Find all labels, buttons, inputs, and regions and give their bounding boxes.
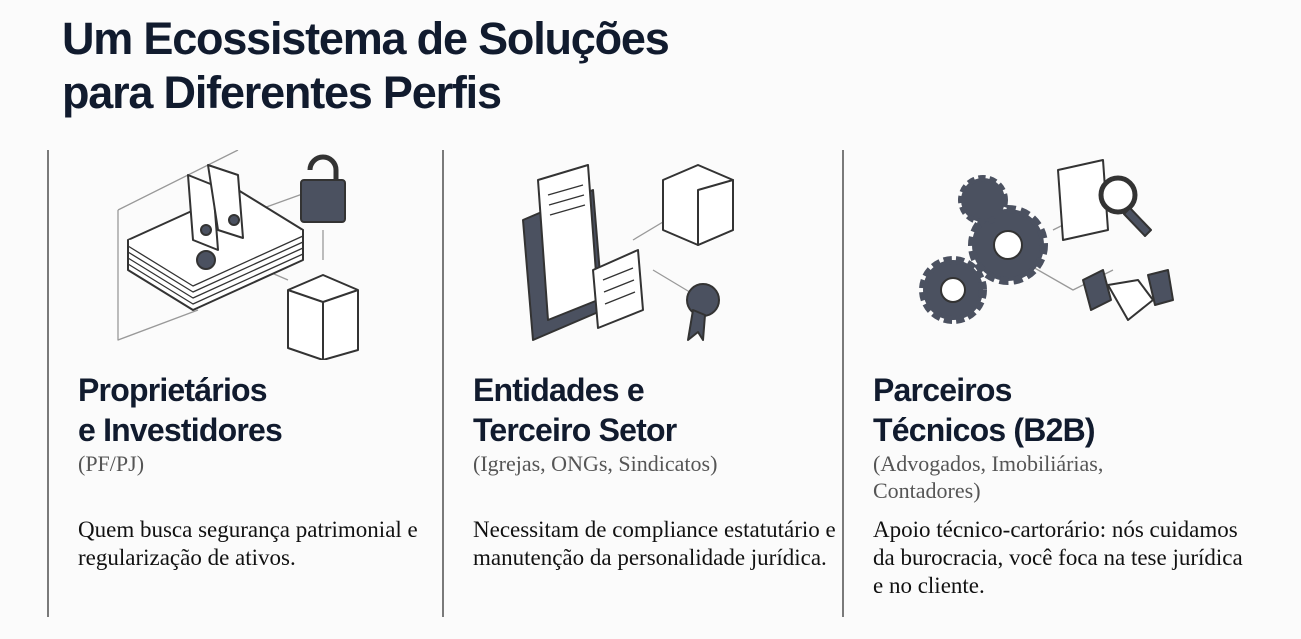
column-heading: Entidades e Terceiro Setor: [473, 370, 677, 450]
column-description: Apoio técnico-cartorário: nós cuidamos d…: [873, 517, 1243, 598]
column-subtitle: (Advogados, Imobiliárias, Contadores): [873, 451, 1104, 503]
title-line-2: para Diferentes Perfis: [62, 67, 502, 118]
heading-line: Técnicos (B2B): [873, 412, 1096, 448]
column-heading: Proprietários e Investidores: [78, 370, 283, 450]
documents-lock-building-icon: [117, 150, 359, 360]
heading-line: Parceiros: [873, 372, 1012, 408]
heading-line: Terceiro Setor: [473, 412, 677, 448]
folder-checklist-building-icon: [522, 164, 734, 341]
heading-line: Entidades e: [473, 372, 645, 408]
column-subtitle: (Igrejas, ONGs, Sindicatos): [473, 451, 718, 476]
column-description: Necessitam de compliance estatutário e m…: [473, 517, 836, 570]
column-description: Quem busca segurança patrimonial e regul…: [78, 517, 418, 570]
profile-column-entities: Entidades e Terceiro Setor (Igrejas, ONGs…: [443, 150, 836, 617]
divider: [47, 150, 49, 617]
heading-line: Proprietários: [78, 372, 268, 408]
heading-line: e Investidores: [78, 412, 283, 448]
profile-column-owners: Proprietários e Investidores (PF/PJ) Quem…: [48, 150, 418, 617]
title-line-1: Um Ecossistema de Soluções: [62, 13, 670, 64]
column-subtitle: (PF/PJ): [78, 451, 145, 476]
divider: [442, 150, 444, 617]
divider: [842, 150, 844, 617]
gears-handshake-search-icon: [919, 159, 1174, 324]
